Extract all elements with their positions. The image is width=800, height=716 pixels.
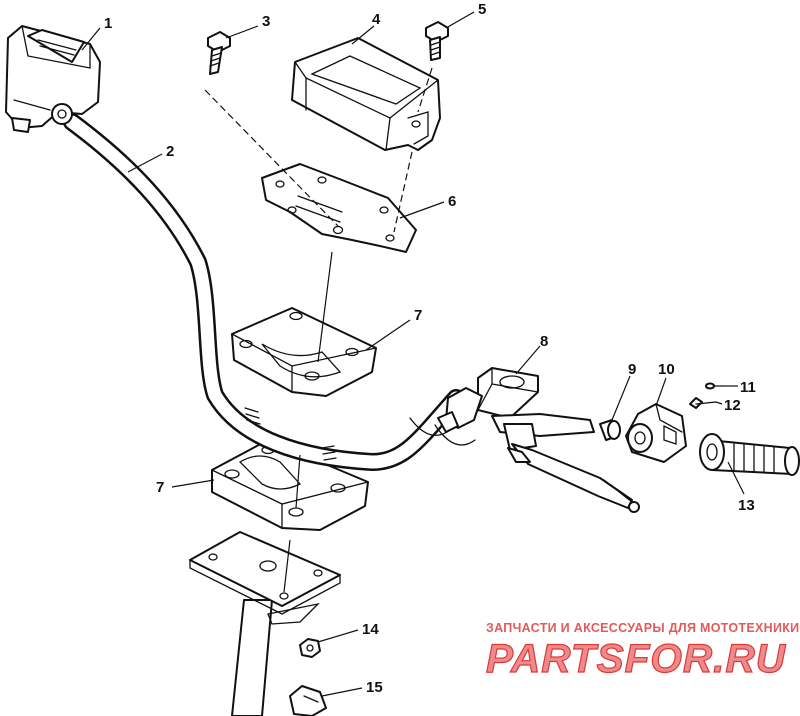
callout-13: 13	[738, 497, 755, 514]
bolt-5	[425, 21, 449, 61]
assembly-guide-lines	[204, 67, 433, 593]
callout-6: 6	[448, 193, 456, 210]
handlebar-cover-pod	[291, 37, 441, 151]
steering-post	[231, 599, 273, 716]
watermark-tagline: ЗАПЧАСТИ И АКСЕССУАРЫ ДЛЯ МОТОТЕХНИКИ	[486, 621, 799, 635]
lower-handlebar-clamp	[211, 439, 369, 531]
hand-grip-13	[699, 433, 800, 476]
callout-5: 5	[478, 1, 486, 18]
callout-7-lower: 7	[156, 479, 164, 496]
callout-leader-lines	[81, 11, 745, 697]
callout-15: 15	[366, 679, 383, 696]
switch-housing-10	[625, 403, 687, 463]
callout-9: 9	[628, 361, 636, 378]
callout-7-upper: 7	[414, 307, 422, 324]
bolt-3	[207, 31, 231, 75]
spacer-9	[599, 419, 621, 441]
callout-1: 1	[104, 15, 112, 32]
nut-14	[299, 638, 321, 658]
callout-4: 4	[372, 11, 381, 28]
screw-11	[705, 382, 725, 390]
callout-3: 3	[262, 13, 270, 30]
watermark-logo: PARTSFOR.RU	[486, 637, 786, 681]
callout-2: 2	[166, 143, 174, 160]
callout-11: 11	[740, 379, 756, 396]
callout-labels: 1 2 3 4 5 6 7 7 8 9 10 11 12 13 14 15	[104, 1, 756, 696]
pod-mounting-bracket	[261, 163, 417, 253]
callout-8: 8	[540, 333, 548, 350]
callout-10: 10	[658, 361, 675, 378]
hose-clamp-15	[289, 685, 327, 716]
screw-12	[689, 397, 717, 409]
left-control-housing	[5, 25, 101, 133]
steering-post-plate	[189, 531, 341, 625]
callout-12: 12	[724, 397, 741, 414]
upper-handlebar-clamp	[231, 307, 377, 397]
watermark: ЗАПЧАСТИ И АКСЕССУАРЫ ДЛЯ МОТОТЕХНИКИ PA…	[485, 621, 799, 682]
brake-master-cylinder	[437, 367, 640, 513]
callout-14: 14	[362, 621, 379, 638]
